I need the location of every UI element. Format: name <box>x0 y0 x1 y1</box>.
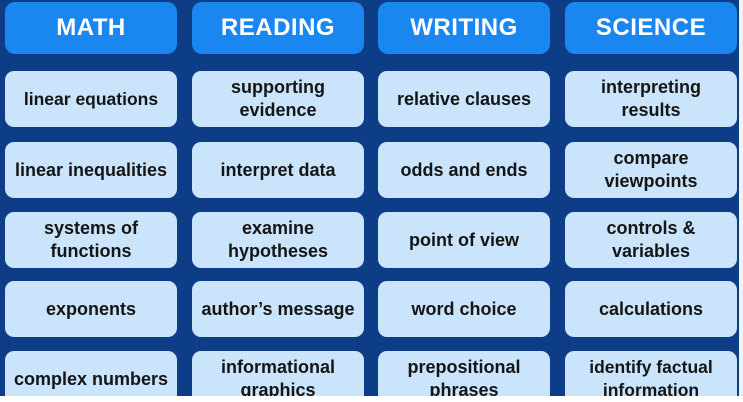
right-edge-shadow <box>739 0 743 402</box>
reading-card-supporting-evidence[interactable]: supporting evidence <box>192 71 364 127</box>
science-card-calculations[interactable]: calculations <box>565 281 737 337</box>
writing-card-odds-and-ends[interactable]: odds and ends <box>378 142 550 198</box>
math-card-linear-inequalities[interactable]: linear inequalities <box>5 142 177 198</box>
math-card-systems-of-functions[interactable]: systems of functions <box>5 212 177 268</box>
reading-card-examine-hypotheses[interactable]: examine hypotheses <box>192 212 364 268</box>
math-card-linear-equations[interactable]: linear equations <box>5 71 177 127</box>
science-card-controls-and-variables[interactable]: controls & variables <box>565 212 737 268</box>
science-card-interpreting-results[interactable]: interpreting results <box>565 71 737 127</box>
reading-header: READING <box>192 2 364 54</box>
reading-card-informational-graphics[interactable]: informational graphics <box>192 351 364 396</box>
writing-card-prepositional-phrases[interactable]: prepositional phrases <box>378 351 550 396</box>
reading-card-authors-message[interactable]: author’s message <box>192 281 364 337</box>
math-header: MATH <box>5 2 177 54</box>
writing-card-point-of-view[interactable]: point of view <box>378 212 550 268</box>
science-card-identify-factual-information[interactable]: identify factual information <box>565 351 737 396</box>
topics-board: MATH linear equations linear inequalitie… <box>0 0 739 396</box>
bottom-edge <box>0 396 743 402</box>
writing-card-word-choice[interactable]: word choice <box>378 281 550 337</box>
reading-card-interpret-data[interactable]: interpret data <box>192 142 364 198</box>
science-header: SCIENCE <box>565 2 737 54</box>
writing-header: WRITING <box>378 2 550 54</box>
math-card-exponents[interactable]: exponents <box>5 281 177 337</box>
math-card-complex-numbers[interactable]: complex numbers <box>5 351 177 396</box>
science-card-compare-viewpoints[interactable]: compare viewpoints <box>565 142 737 198</box>
writing-card-relative-clauses[interactable]: relative clauses <box>378 71 550 127</box>
